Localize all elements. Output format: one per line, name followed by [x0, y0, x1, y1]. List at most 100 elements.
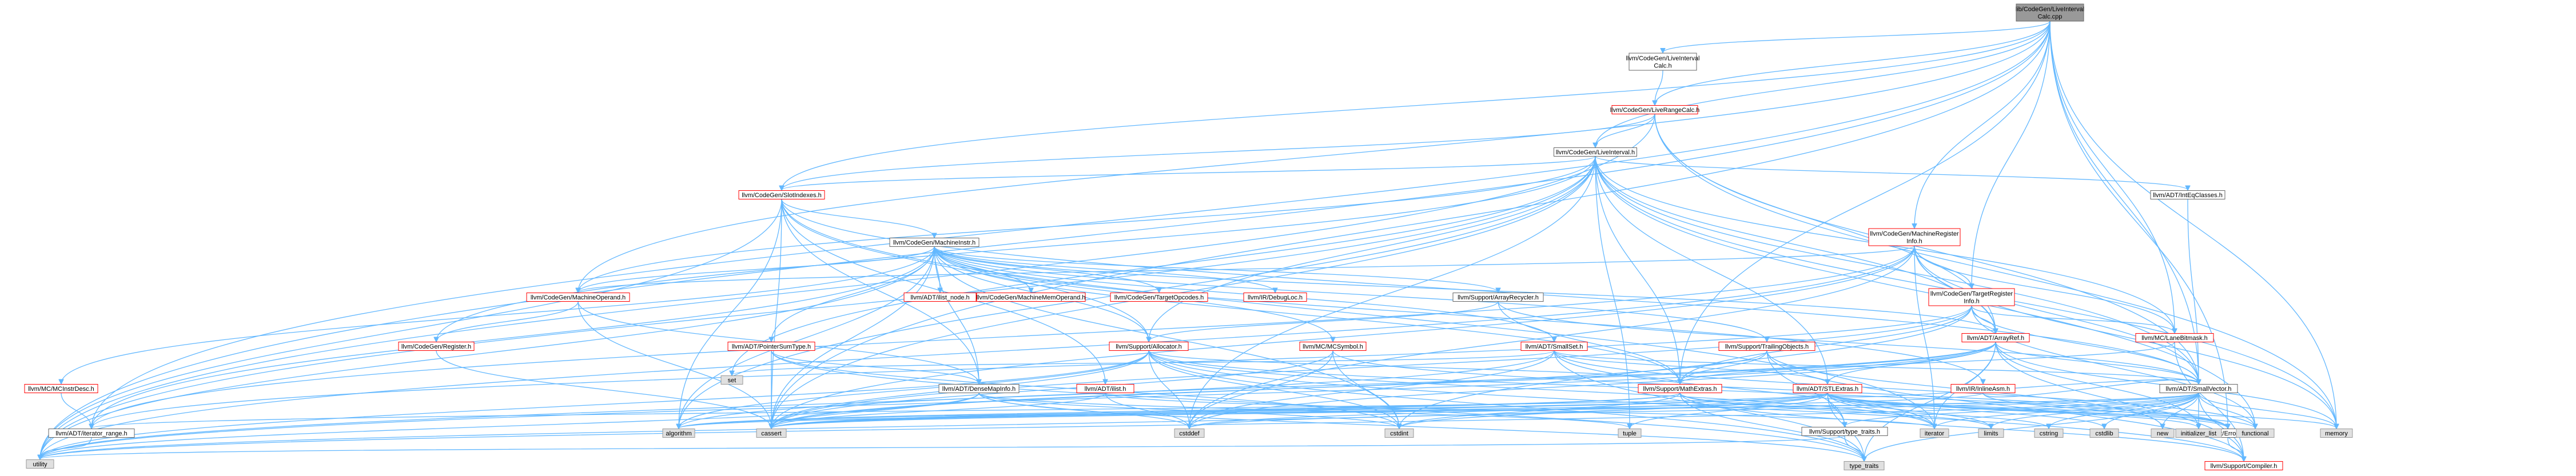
edge-root-to-cassert — [771, 21, 2051, 429]
node-stlextras[interactable]: llvm/ADT/STLExtras.h — [1793, 384, 1862, 393]
node-pointersumtype[interactable]: llvm/ADT/PointerSumType.h — [727, 342, 815, 351]
node-cstring: cstring — [2034, 429, 2064, 438]
edge-liveinterval-to-tuple — [1595, 156, 1630, 429]
edge-liveinterval-to-mathextras — [1595, 156, 1680, 384]
node-lanebitmask[interactable]: llvm/MC/LaneBitmask.h — [2135, 333, 2214, 342]
node-intEqClasses[interactable]: llvm/ADT/IntEqClasses.h — [2150, 190, 2225, 199]
edge-stlextras-to-tuple — [1630, 393, 1828, 429]
node-label: llvm/MC/LaneBitmask.h — [2141, 335, 2208, 342]
node-iterator_range[interactable]: llvm/ADT/iterator_range.h — [48, 429, 135, 438]
node-label: type_traits — [1850, 463, 1879, 470]
node-label: tuple — [1623, 430, 1637, 437]
node-label: llvm/ADT/DenseMapInfo.h — [942, 386, 1016, 393]
edge-machineinstr-to-densemapinfo — [934, 246, 979, 384]
edge-register-to-cassert — [436, 350, 771, 429]
node-box — [1076, 384, 1134, 393]
edge-lanebitmask-to-mathextras — [1680, 341, 2175, 384]
node-functional: functional — [2236, 429, 2275, 438]
edge-slotindexes-to-cassert — [771, 199, 782, 429]
node-targetopcodes[interactable]: llvm/CodeGen/TargetOpcodes.h — [1110, 293, 1208, 302]
edge-machineinstr-to-machineoperand — [578, 246, 935, 293]
node-label: llvm/CodeGen/SlotIndexes.h — [742, 192, 821, 199]
node-allocator[interactable]: llvm/Support/Allocator.h — [1109, 342, 1189, 351]
node-box — [720, 375, 743, 385]
node-box — [2159, 384, 2238, 393]
node-densemapinfo[interactable]: llvm/ADT/DenseMapInfo.h — [938, 384, 1020, 393]
edge-machinereginfo-to-smallvector — [1914, 245, 2199, 384]
edge-allocator-to-type_traits — [1148, 350, 1864, 461]
node-compiler[interactable]: llvm/Support/Compiler.h — [2204, 461, 2283, 470]
node-box — [1920, 429, 1949, 438]
node-mcsymbol[interactable]: llvm/MC/MCSymbol.h — [1299, 342, 1367, 351]
edge-machinereginfo-to-machineoperand — [578, 245, 1915, 293]
node-cassert: cassert — [756, 429, 787, 438]
edge-ilist_h-to-cstddef — [1105, 393, 1189, 429]
edge-liverangecalc-to-slotindexes — [782, 114, 1655, 190]
edge-smallvector-to-functional — [2198, 393, 2255, 429]
edge-machineinstr-to-arrayref — [934, 246, 1996, 333]
edge-targetreginfo-to-cassert — [771, 305, 1972, 429]
edge-smallset-to-utility — [40, 350, 1555, 459]
node-smallvector[interactable]: llvm/ADT/SmallVector.h — [2159, 384, 2238, 393]
edge-machinereginfo-to-lanebitmask — [1914, 245, 2175, 333]
node-type_traits: type_traits — [1844, 461, 1885, 470]
node-box — [1638, 384, 1722, 393]
edge-liveinterval-to-stlextras — [1595, 156, 1828, 384]
node-smallset[interactable]: llvm/ADT/SmallSet.h — [1520, 342, 1588, 351]
node-ilist_h[interactable]: llvm/ADT/ilist.h — [1076, 384, 1134, 393]
node-type_traits_support[interactable]: llvm/Support/type_traits.h — [1801, 427, 1888, 436]
edge-liveinterval-to-cassert — [771, 156, 1596, 429]
edge-machineoperand-to-register — [436, 301, 579, 342]
node-mathextras[interactable]: llvm/Support/MathExtras.h — [1638, 384, 1722, 393]
node-liveinterval[interactable]: llvm/CodeGen/LiveInterval.h — [1554, 147, 1637, 157]
node-ilist_node[interactable]: llvm/ADT/ilist_node.h — [903, 293, 977, 302]
node-box — [1928, 288, 2015, 306]
edge-type_traits_support-to-utility — [40, 435, 1845, 459]
edge-allocator-to-iterator — [1148, 350, 1934, 429]
node-memory: memory — [2320, 429, 2353, 438]
node-label: llvm/ADT/PointerSumType.h — [732, 343, 811, 350]
edge-machineinstr-to-arrayrecycler — [934, 246, 1498, 293]
node-machineinstr[interactable]: llvm/CodeGen/MachineInstr.h — [889, 238, 980, 247]
node-label: llvm/ADT/ilist.h — [1085, 386, 1126, 393]
node-arrayrecycler[interactable]: llvm/Support/ArrayRecycler.h — [1452, 293, 1544, 302]
edge-smallvector-to-compiler — [2198, 393, 2244, 461]
node-box — [1243, 293, 1307, 302]
node-label: llvm/CodeGen/TargetRegister — [1930, 290, 2013, 297]
node-inlineasm[interactable]: llvm/IR/InlineAsm.h — [1950, 384, 2016, 393]
edge-slotindexes-to-ilist_h — [781, 199, 1105, 384]
node-mcinstrdesc[interactable]: llvm/MC/MCInstrDesc.h — [24, 384, 98, 393]
node-label: llvm/CodeGen/TargetOpcodes.h — [1114, 294, 1204, 301]
node-arrayref[interactable]: llvm/ADT/ArrayRef.h — [1961, 333, 2030, 342]
node-machinememop[interactable]: llvm/CodeGen/MachineMemOperand.h — [976, 293, 1086, 302]
node-debugloc[interactable]: llvm/IR/DebugLoc.h — [1243, 293, 1307, 302]
edge-machineinstr-to-algorithm — [679, 246, 935, 429]
node-label: llvm/Support/Compiler.h — [2211, 463, 2278, 470]
node-label: Info.h — [1906, 238, 1922, 245]
node-box — [398, 342, 475, 351]
node-liverangecalc[interactable]: llvm/CodeGen/LiveRangeCalc.h — [1610, 105, 1700, 114]
edge-liveinterval-to-register — [436, 156, 1596, 342]
edge-machinereginfo-to-memory — [1914, 245, 2336, 429]
node-register[interactable]: llvm/CodeGen/Register.h — [398, 342, 475, 351]
edge-root-to-smallvector — [2049, 21, 2199, 384]
node-label: llvm/ADT/IntEqClasses.h — [2153, 192, 2223, 199]
node-machineoperand[interactable]: llvm/CodeGen/MachineOperand.h — [526, 293, 630, 302]
node-label: utility — [33, 461, 47, 468]
node-new: new — [2151, 429, 2175, 438]
edge-machineinstr-to-cassert — [771, 246, 935, 429]
edge-smallvector-to-iterator — [1934, 393, 2199, 429]
node-cstdint: cstdint — [1384, 429, 1414, 438]
node-label: llvm/Support/ArrayRecycler.h — [1458, 294, 1539, 301]
edge-root-to-liveinterval — [1595, 21, 2051, 147]
edge-arrayrecycler-to-allocator — [1149, 301, 1499, 342]
node-slotindexes[interactable]: llvm/CodeGen/SlotIndexes.h — [738, 190, 825, 199]
node-trailingobjects[interactable]: llvm/Support/TrailingObjects.h — [1718, 342, 1815, 351]
node-box — [26, 459, 54, 469]
edge-densemapinfo-to-utility — [40, 393, 980, 459]
edge-stlextras-to-algorithm — [679, 392, 1828, 429]
